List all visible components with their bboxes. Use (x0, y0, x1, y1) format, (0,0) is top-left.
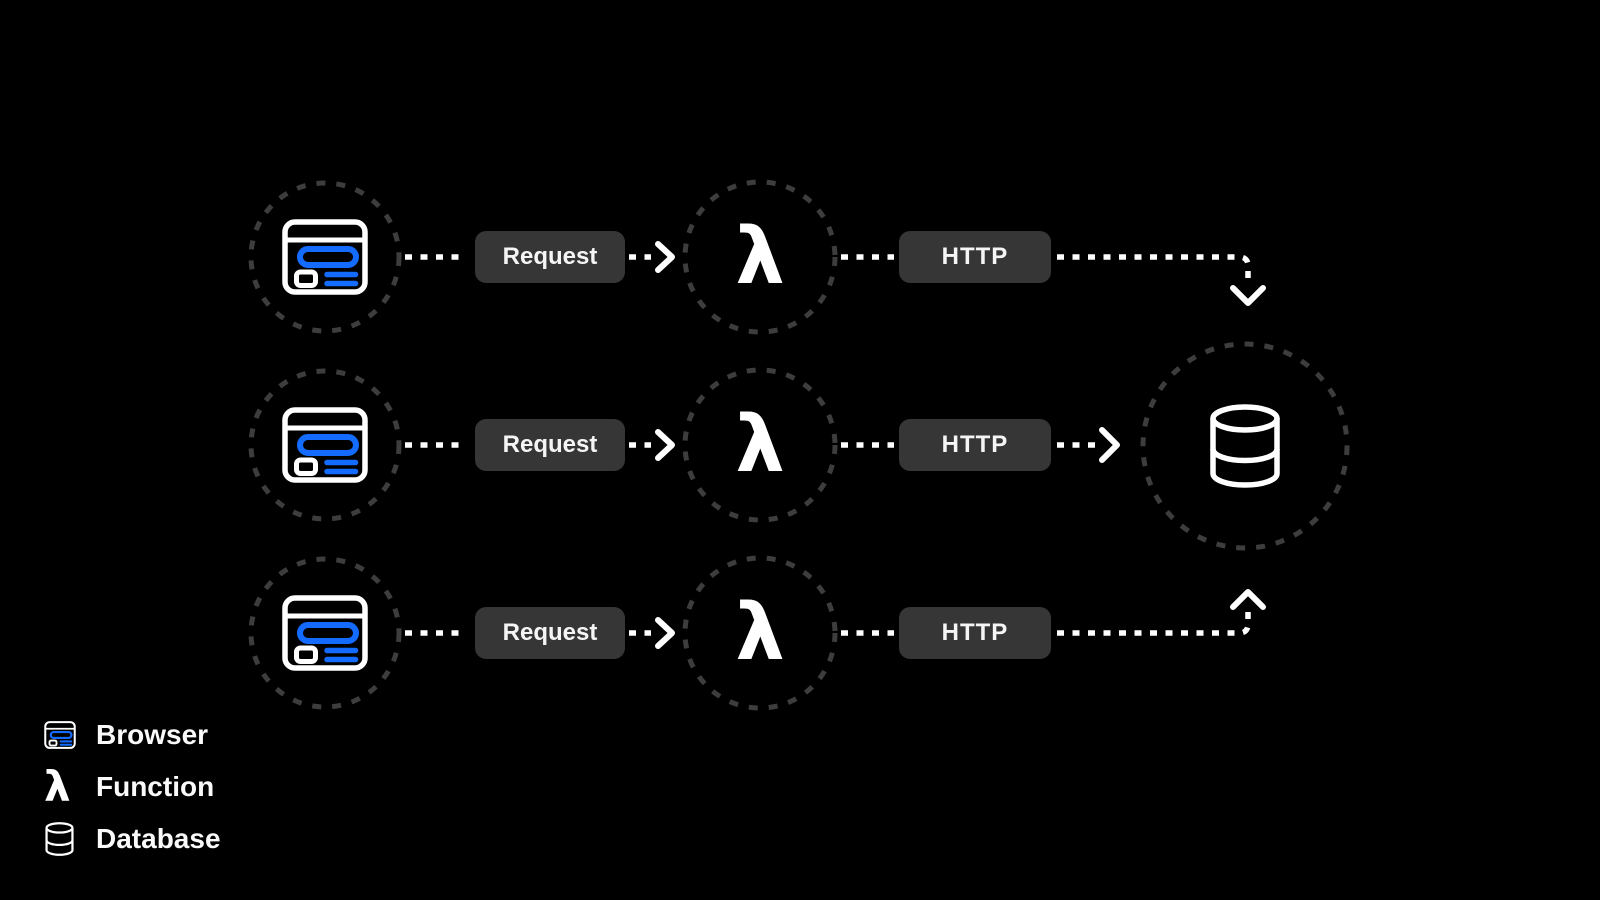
legend-label: Browser (96, 719, 209, 750)
legend-label: Function (96, 771, 215, 802)
http-label-pill: HTTP (899, 231, 1051, 283)
arrowhead-right-row3 (655, 617, 675, 649)
function-circle-row3 (682, 555, 838, 711)
arrowhead-into-database (1099, 427, 1120, 463)
legend-item-database: Database (44, 813, 221, 865)
request-label-pill: Request (475, 607, 625, 659)
legend-item-function: λ Function (44, 761, 221, 813)
function-circle-row1 (682, 179, 838, 335)
http-label-pill: HTTP (899, 607, 1051, 659)
database-icon (1210, 404, 1280, 488)
arrowhead-right-row1 (655, 241, 675, 273)
browser-circle-row2 (248, 368, 402, 522)
row1-connectors (405, 241, 1266, 306)
http-label-pill: HTTP (899, 419, 1051, 471)
browser-icon (282, 595, 368, 671)
browser-icon (44, 721, 76, 749)
database-circle (1140, 341, 1350, 551)
lambda-icon: λ (735, 400, 785, 490)
row3-connectors (405, 589, 1266, 649)
arrowhead-up-row3 (1230, 589, 1266, 610)
lambda-icon: λ (735, 212, 785, 302)
browser-circle-row3 (248, 556, 402, 710)
edge-http-database-row3 (1057, 612, 1251, 636)
browser-icon (282, 219, 368, 295)
lambda-icon: λ (44, 762, 71, 811)
request-label-pill: Request (475, 419, 625, 471)
legend-label: Database (96, 823, 221, 854)
arrowhead-down-row1 (1230, 285, 1266, 306)
browser-circle-row1 (248, 180, 402, 334)
dashed-node-circles (248, 179, 1350, 711)
row2-connectors (405, 427, 1120, 463)
edge-http-database-row1 (1057, 254, 1251, 283)
arrowhead-right-row2 (655, 429, 675, 461)
database-icon (45, 822, 74, 856)
browser-icon (282, 407, 368, 483)
legend: Browser λ Function Database (44, 709, 221, 865)
request-label-pill: Request (475, 231, 625, 283)
lambda-icon: λ (735, 588, 785, 678)
legend-item-browser: Browser (44, 709, 221, 761)
function-circle-row2 (682, 367, 838, 523)
